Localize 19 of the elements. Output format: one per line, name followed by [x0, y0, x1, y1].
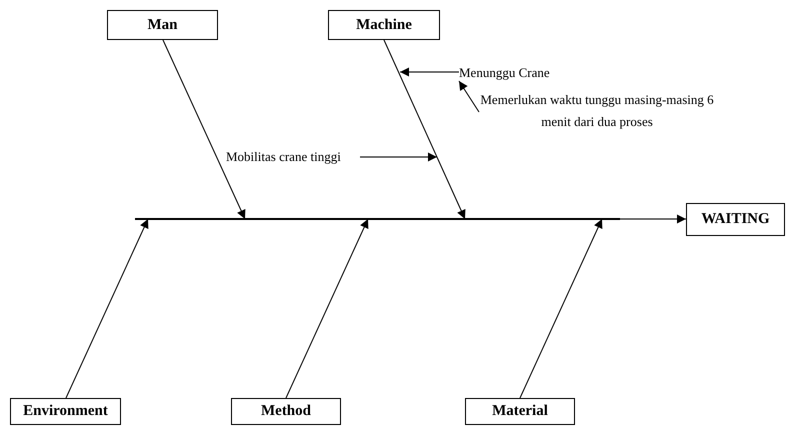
cause-label: Mobilitas crane tinggi	[226, 148, 360, 166]
category-box: Method	[231, 398, 341, 425]
cause-label: Memerlukan waktu tunggu masing-masing 6 menit dari dua proses	[479, 88, 715, 134]
category-box: Man	[107, 10, 218, 40]
category-box: Environment	[10, 398, 121, 425]
bone-arrow	[66, 218, 148, 398]
category-box: Material	[465, 398, 575, 425]
bone-arrow	[286, 218, 368, 398]
spine-line	[135, 218, 620, 220]
category-box: Machine	[328, 10, 440, 40]
spine-arrow	[620, 214, 686, 224]
cause-arrow	[400, 68, 460, 76]
effect-box: WAITING	[686, 203, 785, 236]
bone-arrow	[162, 40, 246, 220]
bone-arrow	[384, 40, 466, 220]
cause-arrow	[360, 152, 438, 162]
cause-arrow	[458, 80, 480, 112]
bone-arrow	[520, 218, 602, 398]
cause-label: Menunggu Crane	[459, 64, 555, 81]
